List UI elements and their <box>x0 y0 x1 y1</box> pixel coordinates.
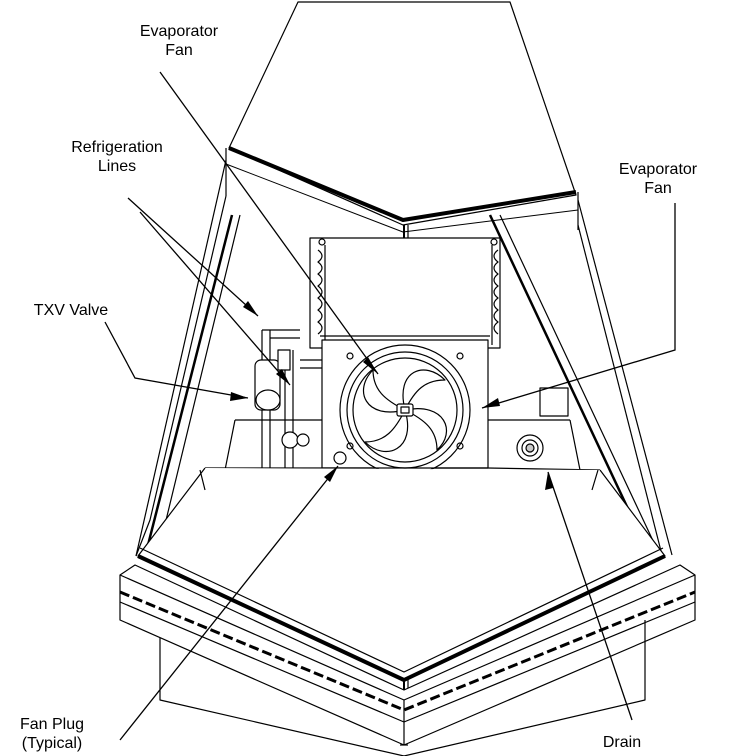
arrow-refrig-1 <box>243 301 258 316</box>
label-drain: Drain <box>602 734 642 751</box>
label-fan-plug: Fan Plug (Typical) <box>19 716 85 752</box>
back-wall <box>309 237 501 349</box>
arrow-txv <box>230 392 248 401</box>
label-refrigeration-lines: Refrigeration Lines <box>71 139 163 175</box>
arrowheads <box>230 301 553 490</box>
arrow-drain <box>545 472 553 490</box>
deck <box>205 387 601 471</box>
side-panels <box>135 159 673 557</box>
front-panel <box>137 467 666 682</box>
refrigeration-piping <box>254 329 322 470</box>
label-evaporator-fan-right: Evaporator Fan <box>618 161 698 197</box>
leader-refrig-1 <box>127 197 259 317</box>
top-hood <box>225 1 579 233</box>
leader-evap-fan-right <box>481 203 676 409</box>
leader-fan-plug <box>119 465 339 741</box>
leader-refrig-2 <box>139 211 291 386</box>
leader-drain <box>547 471 633 721</box>
label-txv-valve: TXV Valve <box>33 302 109 319</box>
leader-txv <box>104 321 249 399</box>
arrow-refrig-2 <box>276 369 290 385</box>
arrow-fan-plug <box>324 466 338 482</box>
base-bumper <box>119 564 696 756</box>
label-evaporator-fan-top: Evaporator Fan <box>139 23 219 59</box>
arrow-evap-fan-right <box>482 398 500 408</box>
leader-lines <box>104 71 676 741</box>
arrow-evap-fan-top <box>363 357 378 374</box>
fan-housing <box>320 335 490 476</box>
leader-evap-fan-top <box>159 71 379 375</box>
